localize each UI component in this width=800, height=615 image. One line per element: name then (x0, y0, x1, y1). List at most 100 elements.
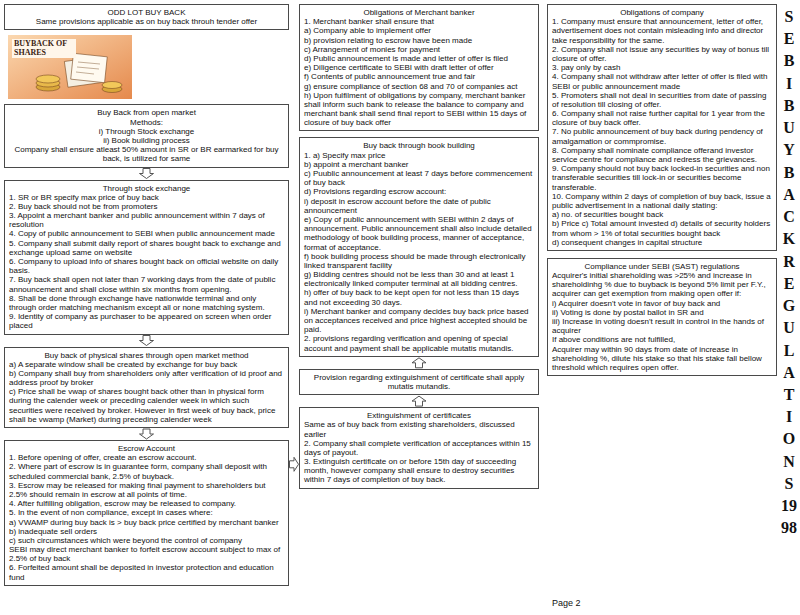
box-text: d) consequent changes in capital structu… (552, 238, 772, 247)
box-text: 9. Identity of company as purchaser to b… (9, 312, 284, 330)
box-text: ii) Voting is done by postal ballot in S… (552, 308, 772, 317)
box-text: Methods: (9, 118, 284, 127)
box-text: b) Company shall buy from shareholders o… (9, 369, 284, 387)
box-text: 2. provisions regarding verification and… (304, 334, 534, 352)
process-box: Compliance under SEBI (SAST) regulations… (547, 258, 777, 376)
box-text: b) Price c) Total amount invested d) det… (552, 219, 772, 237)
box-text: b) appoint a merchant banker (304, 160, 534, 169)
process-box: Obligations of Merchant banker1. Merchan… (299, 4, 539, 131)
process-box: Buy Back from open marketMethods:i) Thro… (4, 104, 289, 167)
process-box: Buy back through book building1. a) Spec… (299, 137, 539, 356)
box-text: c) Arrangement of monies for payment (304, 45, 534, 54)
box-heading: Buy back through book building (304, 141, 534, 150)
box-text: e) Copy of public announcement with SEBI… (304, 215, 534, 252)
block-arrow (140, 169, 154, 179)
box-text: f) book building process should be made … (304, 252, 534, 270)
box-text: a) VWAMP during buy back is > buy back p… (9, 518, 284, 527)
box-text: i) Acquirer doesn't vote in favor of buy… (552, 299, 772, 308)
box-text: a) no. of securities bought back (552, 210, 772, 219)
block-arrow (140, 336, 154, 346)
vertical-title: SEBI BUY BACK REGULATIONS 1998 (781, 6, 797, 540)
process-box: Obligations of company1. Company must en… (547, 4, 777, 251)
box-text: 4. Copy of public announcement to SEBI w… (9, 229, 284, 238)
box-text: 2. Company shall not issue any securitie… (552, 45, 772, 63)
box-heading: Buy Back from open market (9, 108, 284, 117)
box-heading: Buy back of physical shares through open… (9, 351, 284, 360)
box-text: 3. Escrow may be released for making fin… (9, 481, 284, 499)
box-text: 8. Company shall nominate compliance off… (552, 146, 772, 164)
box-text: 2. Where part of escrow is in guarantee … (9, 462, 284, 480)
block-arrow (412, 358, 426, 368)
buyback-illustration: BUYBACK OF SHARES (8, 35, 132, 99)
box-text: c) Puublic announcement at least 7 days … (304, 169, 534, 187)
box-heading: Obligations of Merchant banker (304, 8, 534, 17)
box-text: d) Public announcement is made and lette… (304, 54, 534, 63)
box-text: g) ensure compliance of section 68 and 7… (304, 82, 534, 91)
box-heading: ODD LOT BUY BACK (9, 8, 284, 17)
box-heading: Obligations of company (552, 8, 772, 17)
box-text: 6. Company shall not raise further capit… (552, 109, 772, 127)
box-text: h) Upon fulfilment of obligations by com… (304, 91, 534, 128)
process-box: Buy back of physical shares through open… (4, 347, 289, 429)
box-text: g) Bidding centres should not be less th… (304, 270, 534, 288)
page-number: Page 2 (552, 598, 581, 608)
box-text: h) offer of buy back to be kept open for… (304, 288, 534, 306)
box-heading: Provision regarding extinguishment of ce… (304, 373, 534, 391)
box-text: f) Contents of public announcement true … (304, 72, 534, 81)
box-text: b) provision relating to escrow have bee… (304, 36, 534, 45)
box-heading: Through stock exchange (9, 184, 284, 193)
block-arrow (412, 396, 426, 406)
box-text: 3. Appoint a merchant banker and public … (9, 211, 284, 229)
box-text: If above conditions are not fulfilled, (552, 335, 772, 344)
box-text: 5. In the event of non compliance, excep… (9, 508, 284, 517)
box-text: d) Provisions regarding escrow account: (304, 187, 534, 196)
box-text: Same provisions applicable as on buy bac… (9, 17, 284, 26)
box-text: c) Price shall be vwap of shares bought … (9, 387, 284, 424)
box-text: 3. Extinguish certificate on or before 1… (304, 457, 534, 485)
box-text: a) A separate window shall be created by… (9, 360, 284, 369)
box-text: 1. Before opening of offer, create an es… (9, 453, 284, 462)
box-text: 8. Shall be done through exchange have n… (9, 294, 284, 312)
box-text: 4. Company shall not withdraw after lett… (552, 72, 772, 90)
box-text: c) such circumstances which were beyond … (9, 536, 284, 545)
box-text: Acquirer's initial shareholding was >25%… (552, 271, 772, 299)
box-text: 10. Company within 2 days of completion … (552, 192, 772, 210)
process-box: Escrow Account1. Before opening of offer… (4, 440, 289, 586)
block-arrow (290, 457, 299, 471)
process-box: Extinguishment of certificatesSame as of… (299, 407, 539, 489)
illustration-label: BUYBACK OF SHARES (12, 39, 76, 58)
box-text: Acquirer may within 90 days from date of… (552, 345, 772, 373)
box-text: a) Company able to implement offer (304, 26, 534, 35)
box-heading: Compliance under SEBI (SAST) regulations (552, 262, 772, 271)
box-text: 2. Company shall complete verification o… (304, 439, 534, 457)
box-text: iii) Increase in voting doesn't result i… (552, 317, 772, 335)
box-text: Company shall ensure atleast 50% amount … (9, 145, 284, 163)
box-text: 1. a) Specify max price (304, 151, 534, 160)
block-arrow (140, 429, 154, 439)
box-text: SEBI may direct merchant banker to forfe… (9, 545, 284, 563)
box-text: 3. pay only by cash (552, 63, 772, 72)
box-text: 5. Promoters shall not deal in securitie… (552, 91, 772, 109)
process-box: ODD LOT BUY BACKSame provisions applicab… (4, 4, 289, 30)
box-text: i) deposit in escrow account before the … (304, 197, 534, 215)
process-box: Through stock exchange1. SR or BR specif… (4, 180, 289, 335)
box-text: 1. Company must ensure that announcement… (552, 17, 772, 45)
box-text: 6. Forfeited amount shall be deposited i… (9, 563, 284, 581)
box-text: 1. SR or BR specify max price of buy bac… (9, 193, 284, 202)
box-text: 4. After fulfilling obligation, escrow m… (9, 499, 284, 508)
box-text: b) inadequate sell orders (9, 527, 284, 536)
box-text: 5. Company shall submit daily report of … (9, 239, 284, 257)
box-text: 6. Company to upload info of shares boug… (9, 257, 284, 275)
box-heading: Escrow Account (9, 444, 284, 453)
box-text: 7. No public announcement of buy back du… (552, 127, 772, 145)
box-text: ii) Book building process (9, 136, 284, 145)
box-text: 7. Buy back shall open not later than 7 … (9, 275, 284, 293)
box-text: 1. Merchant banker shall ensure that (304, 17, 534, 26)
process-box: Provision regarding extinguishment of ce… (299, 369, 539, 395)
box-text: i) Through Stock exchange (9, 127, 284, 136)
box-heading: Extinguishment of certificates (304, 411, 534, 420)
box-text: 9. Company should not buy back locked-in… (552, 164, 772, 192)
box-text: 2. Buy back should not be from promoters (9, 202, 284, 211)
box-text: e) Diligence certificate to SEBI with dr… (304, 63, 534, 72)
